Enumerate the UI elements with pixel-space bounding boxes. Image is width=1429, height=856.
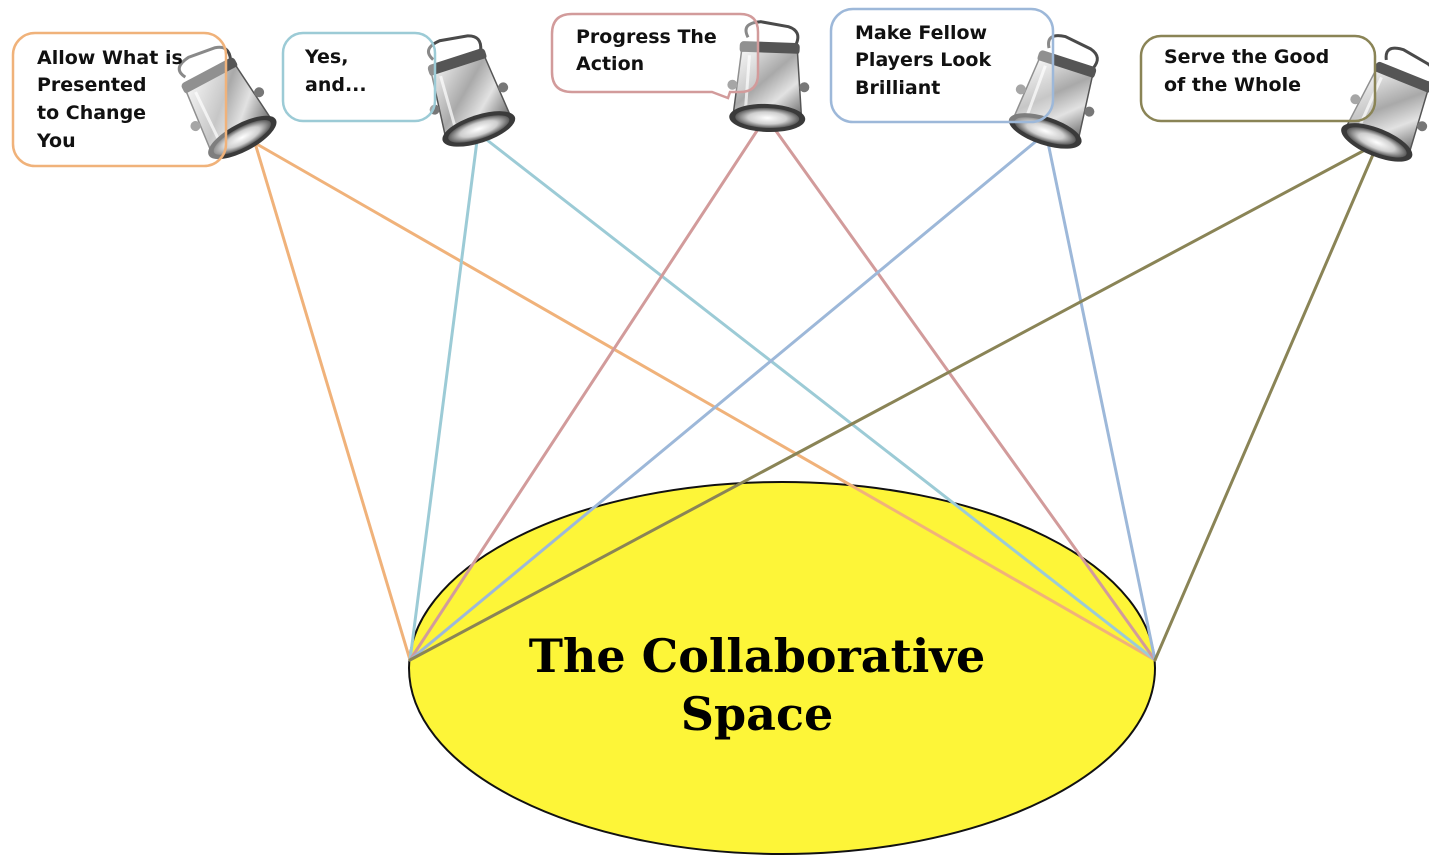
spotlight-part [498,82,509,93]
spotlight-part [448,115,510,143]
spotlight-part [1374,61,1429,94]
principle-allow-line-2: Presented [37,74,146,96]
beam-fellow-right [1044,131,1157,662]
principle-yes-and-line-1: Yes, [304,46,348,68]
spotlight-icon [177,45,277,160]
spotlight-part [427,48,487,77]
beam-progress-left [408,115,768,662]
spotlight-part [1384,46,1429,85]
principle-allow-line-4: You [36,130,76,152]
beam-allow-right [253,141,1157,662]
spotlight-part [1417,121,1428,132]
spotlight-part [194,91,221,142]
principle-bubble-progress: Progress The Action [550,12,760,100]
spotlight-part [1350,94,1361,105]
principle-yes-and-line-2: and... [305,74,367,96]
space-title-line-1: The Collaborative [529,629,986,683]
beam-serve-right [1153,141,1380,662]
spotlight-part [213,119,271,155]
principle-fellow-line-1: Make Fellow [855,22,987,44]
principle-fellow-line-3: Brilliant [855,77,940,99]
collaborative-space-label: The Collaborative Space [529,629,986,741]
light-beams [253,115,1380,662]
principle-fellow-line-2: Players Look [855,49,991,71]
spotlight-part [744,20,800,46]
spotlight-part [190,121,201,132]
principle-allow-line-3: to Change [37,102,146,124]
spotlight-part [439,75,457,129]
spotlight-part [1014,117,1076,145]
beam-serve-left [408,141,1380,662]
spotlight-part [1047,34,1099,70]
spotlight-part [181,57,238,94]
principle-serve-line-2: of the Whole [1164,74,1301,96]
spotlight-part [727,79,738,90]
spotlight-part [1084,106,1095,117]
beam-yes-and-right [476,131,1157,662]
spotlight-part [735,107,800,129]
collaborative-space-ellipse [408,481,1156,855]
principle-bubble-yes-and: Yes, and... [281,31,437,123]
spotlight-part [1015,84,1026,95]
spotlight-part [1025,65,1047,118]
principle-allow-line-1: Allow What is [37,47,183,69]
spotlight-part [1346,127,1407,158]
principle-progress-line-1: Progress The [576,26,717,48]
beam-fellow-left [408,131,1048,662]
spotlight-icon [727,20,810,133]
spotlight-part [177,45,233,79]
beam-yes-and-left [408,131,480,662]
spotlight-part [744,55,751,110]
principle-progress-line-2: Action [576,53,644,75]
spotlight-part [426,34,483,61]
beam-progress-right [764,115,1157,662]
spotlight-part [254,87,265,98]
principle-serve-line-1: Serve the Good [1164,46,1329,68]
principle-bubble-fellow: Make Fellow Players Look Brilliant [829,7,1055,124]
principle-bubble-allow: Allow What is Presented to Change You [11,31,228,168]
principle-bubble-serve: Serve the Good of the Whole [1139,34,1377,123]
spotlight-part [799,82,810,93]
space-title-line-2: Space [681,687,833,741]
beam-allow-left [253,141,412,662]
